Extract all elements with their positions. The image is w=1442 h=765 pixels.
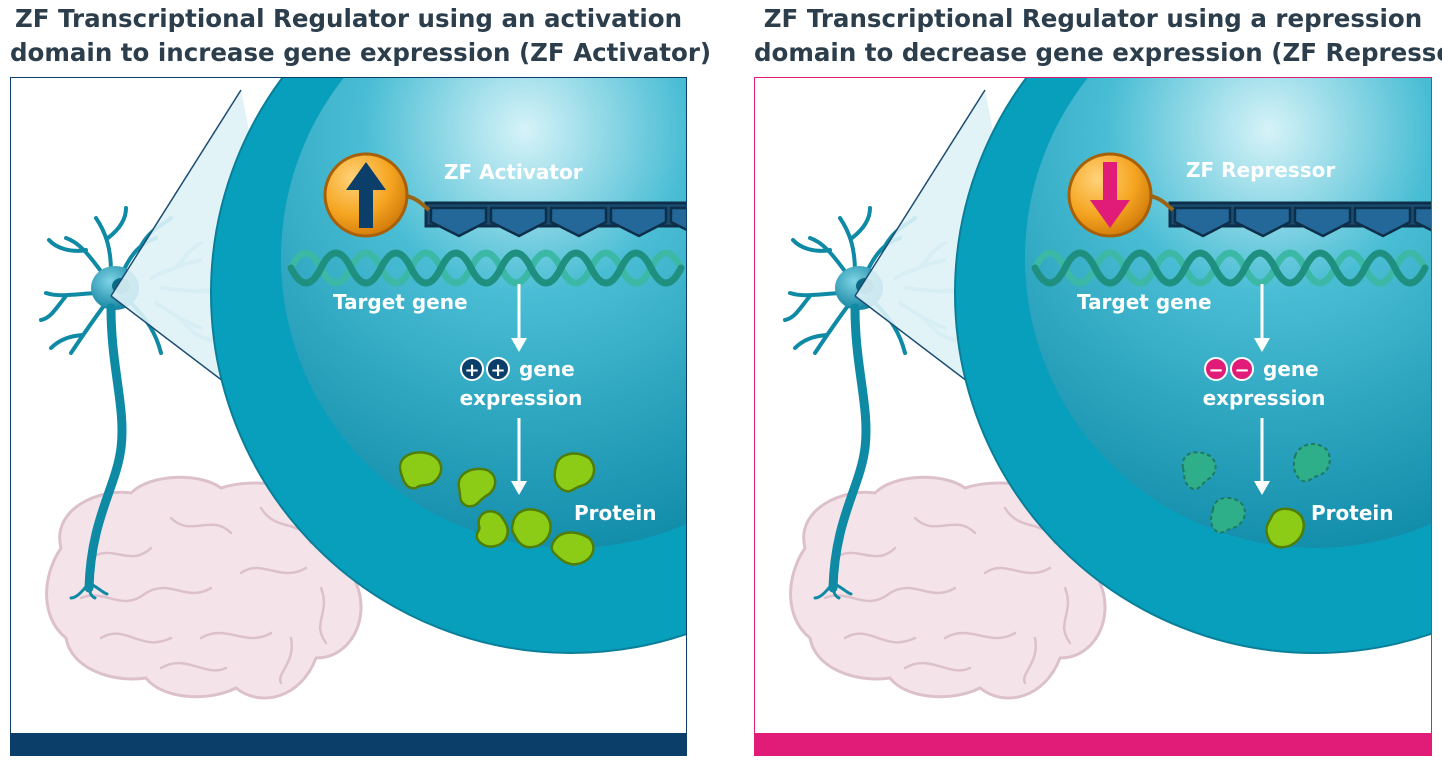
- protein-label: Protein: [574, 501, 656, 525]
- right-title-line2: domain to decrease gene expression (ZF R…: [754, 38, 1442, 67]
- right-title-line1: ZF Transcriptional Regulator using a rep…: [763, 4, 1423, 33]
- target-gene-label: Target gene: [1077, 290, 1212, 314]
- protein-cluster: [398, 451, 596, 566]
- left-panel-title: ZF Transcriptional Regulator using an ac…: [10, 2, 711, 70]
- down-arrow-icon: [1090, 162, 1130, 228]
- brain-illustration: [789, 475, 1107, 700]
- activator-diagram: ZF Activator Target gene + + gene expres…: [11, 78, 686, 755]
- target-gene-label: Target gene: [333, 290, 468, 314]
- expression-label-line1: gene: [1263, 357, 1319, 381]
- brain-illustration: [45, 475, 363, 700]
- activator-footer-bar: [11, 733, 686, 755]
- plus-icon: +: [490, 360, 505, 381]
- expression-label-line1: gene: [519, 357, 575, 381]
- flow-arrow-2: [511, 418, 527, 495]
- flow-arrow-1: [1254, 284, 1270, 352]
- repression-domain: [1067, 152, 1153, 238]
- decrease-symbols: − −: [1204, 357, 1254, 381]
- up-arrow-icon: [346, 162, 386, 228]
- zinc-finger-array: [424, 201, 686, 238]
- activator-panel: ZF Activator Target gene + + gene expres…: [10, 77, 687, 756]
- plus-icon: +: [464, 360, 479, 381]
- left-title-line1: ZF Transcriptional Regulator using an ac…: [14, 4, 683, 33]
- expression-label-line2: expression: [1203, 386, 1326, 410]
- repressor-panel: ZF Repressor Target gene − − gene expres…: [754, 77, 1432, 756]
- dna-double-helix: [287, 249, 685, 287]
- activator-label: ZF Activator: [444, 160, 583, 184]
- right-panel-title: ZF Transcriptional Regulator using a rep…: [754, 2, 1442, 70]
- repressor-footer-bar: [755, 733, 1431, 755]
- minus-icon: −: [1208, 360, 1223, 381]
- repressor-label: ZF Repressor: [1186, 158, 1335, 182]
- left-title-line2: domain to increase gene expression (ZF A…: [10, 38, 712, 67]
- flow-arrow-1: [511, 284, 527, 352]
- activation-domain: [323, 152, 409, 238]
- expression-label-line2: expression: [460, 386, 583, 410]
- zinc-finger-array: [1168, 201, 1431, 238]
- flow-arrow-2: [1254, 418, 1270, 495]
- protein-cluster-reduced: [1181, 443, 1331, 549]
- protein-label: Protein: [1311, 501, 1393, 525]
- dna-double-helix: [1031, 249, 1429, 287]
- increase-symbols: + +: [460, 357, 510, 381]
- repressor-diagram: ZF Repressor Target gene − − gene expres…: [755, 78, 1431, 755]
- minus-icon: −: [1234, 360, 1249, 381]
